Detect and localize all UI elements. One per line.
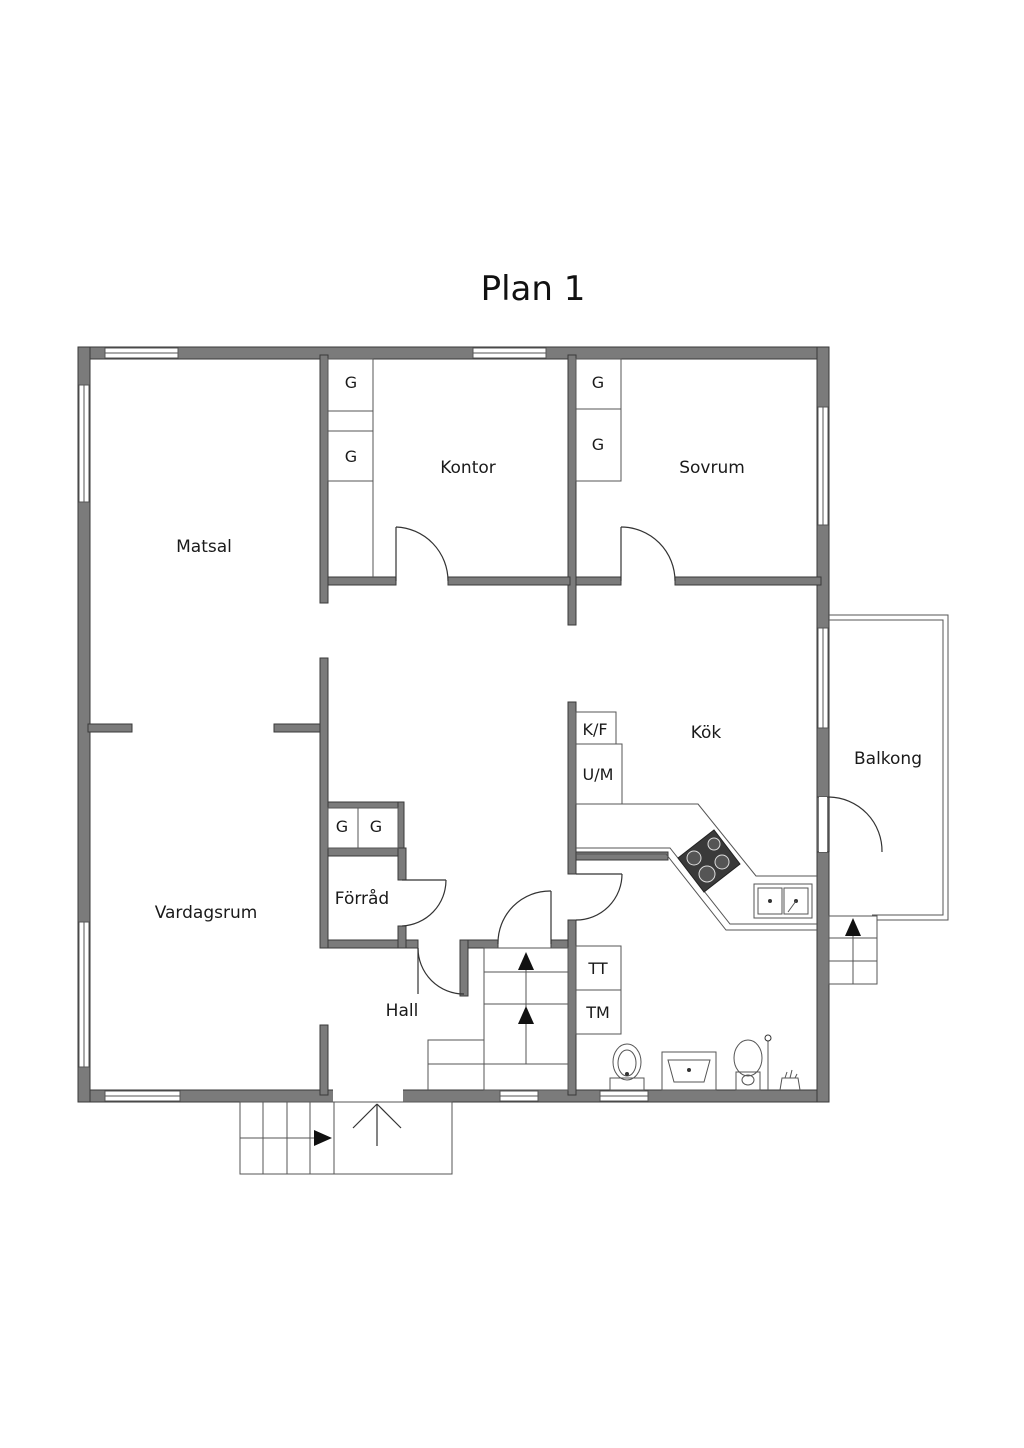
- internal-stairs: [427, 947, 569, 1091]
- interior-walls: [87, 354, 830, 1096]
- dryer-label: TT: [587, 959, 607, 978]
- toilet-icon: [733, 1039, 763, 1091]
- wardrobe-label-hall-2: G: [370, 817, 382, 836]
- wardrobes: [327, 358, 622, 849]
- room-label-kok: Kök: [691, 723, 722, 743]
- wardrobe-label-sovrum-2: G: [592, 435, 604, 454]
- room-label-balkong: Balkong: [854, 749, 922, 769]
- room-label-hall: Hall: [386, 1001, 419, 1021]
- entrance-arrow-icon: [352, 1103, 402, 1146]
- room-label-vardagsrum: Vardagsrum: [155, 903, 258, 923]
- wardrobe-label-hall-1: G: [336, 817, 348, 836]
- shower-icon: [764, 1034, 801, 1091]
- balcony-door-gap: [819, 797, 827, 852]
- bidet-icon: [609, 1043, 645, 1091]
- washbasin-icon: [661, 1051, 717, 1091]
- plan-title: Plan 1: [481, 269, 586, 309]
- entrance-stairs: [239, 1101, 453, 1175]
- windows: [78, 347, 829, 1102]
- wardrobe-label-kontor-1: G: [345, 373, 357, 392]
- wardrobe-label-sovrum-1: G: [592, 373, 604, 392]
- balcony: [828, 614, 949, 985]
- oven-microwave-label: U/M: [583, 765, 614, 784]
- room-label-forrad: Förråd: [335, 888, 389, 909]
- kitchen-counter: [575, 711, 817, 931]
- room-label-sovrum: Sovrum: [679, 458, 745, 478]
- stove-icon: [677, 829, 741, 893]
- kitchen-sink-icon: [753, 883, 813, 919]
- room-label-matsal: Matsal: [176, 537, 232, 557]
- room-label-kontor: Kontor: [440, 458, 496, 478]
- wardrobe-label-kontor-2: G: [345, 447, 357, 466]
- fridge-freezer-label: K/F: [582, 720, 607, 739]
- laundry-units: [575, 945, 622, 1035]
- washer-label: TM: [585, 1003, 610, 1022]
- entrance-opening: [333, 1089, 403, 1103]
- doors: [395, 526, 883, 995]
